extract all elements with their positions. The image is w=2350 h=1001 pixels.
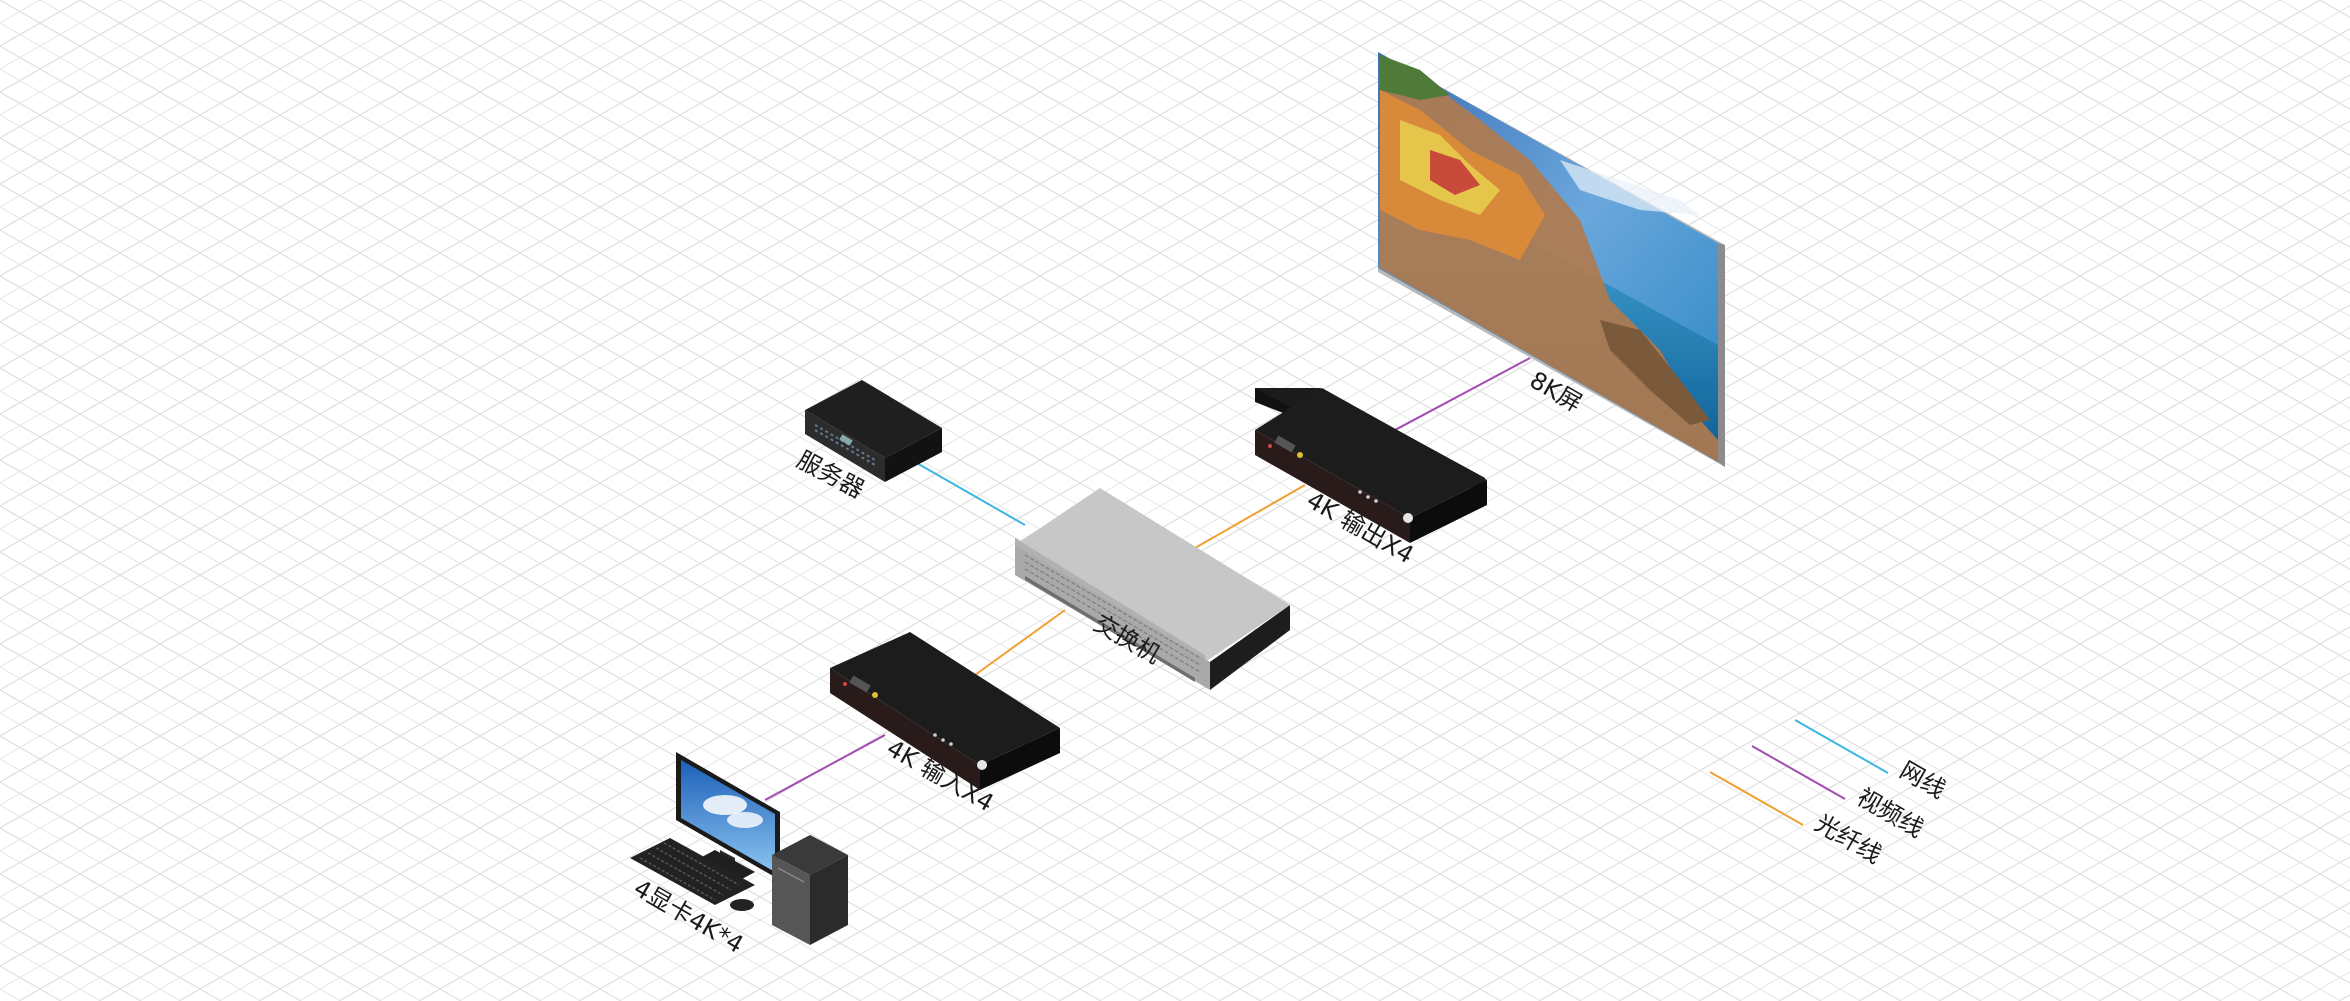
output-box-device: [1255, 388, 1487, 543]
cable-fiber-switch-output: [1194, 484, 1306, 549]
input-box-device: [830, 632, 1060, 790]
mouse: [730, 899, 754, 911]
connections: [764, 357, 1531, 801]
cable-fiber-switch-input: [974, 609, 1066, 676]
switch-device: [1015, 488, 1290, 690]
pc-workstation: [630, 752, 848, 945]
legend-swatch-fiber: [1709, 771, 1804, 826]
keyboard: [630, 838, 755, 905]
legend-swatch-video: [1751, 745, 1846, 800]
cable-video-input-pc: [764, 734, 886, 801]
server-device: [805, 380, 942, 482]
cable-network-server-switch: [914, 461, 1026, 526]
legend-swatch-network: [1794, 719, 1889, 774]
cable-video-output-screen: [1394, 357, 1531, 431]
screen-8k: [1378, 52, 1725, 467]
